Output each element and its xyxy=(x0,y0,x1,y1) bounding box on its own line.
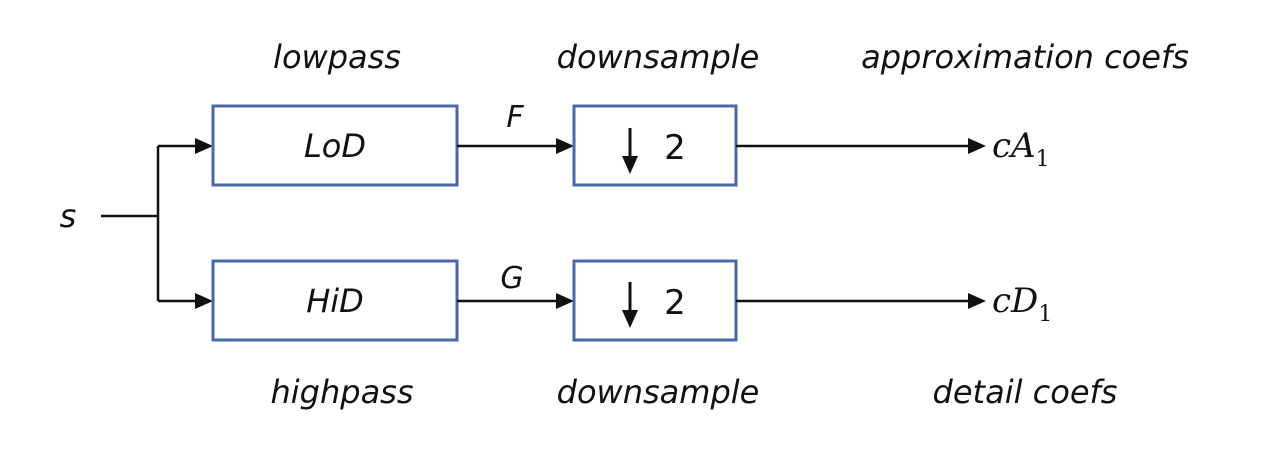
to-hid-arrowhead xyxy=(195,293,213,309)
top-downsample-factor: 2 xyxy=(664,128,686,168)
lod-filter-label: LoD xyxy=(304,127,366,165)
bottom-downsample-caption: downsample xyxy=(557,373,760,411)
edge-label-g: G xyxy=(500,261,523,296)
top-downsample-box xyxy=(572,104,738,187)
detail-output-sub: 1 xyxy=(1038,302,1052,327)
down-arrow-icon xyxy=(622,282,638,328)
detail-coefs-caption: detail coefs xyxy=(933,373,1118,411)
down-arrow-icon xyxy=(622,128,638,174)
edge-label-f: F xyxy=(506,100,524,135)
detail-output-label: cD1 xyxy=(992,281,1052,327)
to-lod-arrowhead xyxy=(195,138,213,154)
highpass-caption: highpass xyxy=(270,373,413,411)
approximation-output-label: cA1 xyxy=(992,126,1050,172)
detail-output-arrowhead xyxy=(968,293,986,309)
hid-to-downsample-arrowhead xyxy=(556,293,574,309)
hid-filter-label: HiD xyxy=(306,282,364,320)
bottom-downsample-box xyxy=(572,259,738,342)
approximation-output-main: cA xyxy=(992,126,1036,166)
lod-filter-box xyxy=(211,104,459,187)
approximation-output-arrowhead xyxy=(968,138,986,154)
input-signal-label: s xyxy=(60,197,77,235)
approximation-output-sub: 1 xyxy=(1036,147,1050,172)
lod-to-downsample-arrowhead xyxy=(556,138,574,154)
detail-output-main: cD xyxy=(992,281,1038,321)
hid-filter-box xyxy=(211,259,459,342)
lowpass-caption: lowpass xyxy=(273,38,401,76)
approximation-coefs-caption: approximation coefs xyxy=(861,38,1189,76)
bottom-downsample-factor: 2 xyxy=(664,283,686,323)
top-downsample-caption: downsample xyxy=(557,38,760,76)
